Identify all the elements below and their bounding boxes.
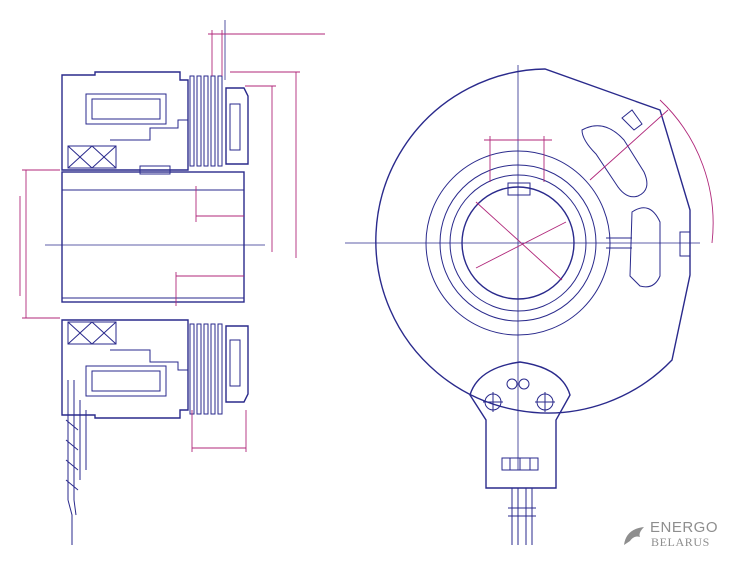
- rim-notch: [679, 231, 691, 257]
- slot-lower: [629, 207, 661, 288]
- logo-mark-icon: [624, 527, 644, 545]
- front-view: [345, 65, 714, 545]
- coil-upper: [85, 93, 167, 125]
- key-slot: [139, 165, 171, 175]
- terminal-hole-top-left: [506, 378, 518, 390]
- armature-upper: [225, 87, 249, 165]
- hub: [61, 171, 245, 303]
- front-view-dimensions: [475, 99, 714, 281]
- coil-upper-inner: [91, 98, 161, 120]
- lead-wires: [65, 380, 87, 545]
- keyway: [507, 182, 531, 196]
- coil-lower: [85, 365, 167, 397]
- armature-lower: [225, 325, 249, 403]
- logo-text-belarus: BELARUS: [651, 535, 710, 549]
- side-section-view: [19, 20, 325, 545]
- bearing-lower: [67, 321, 117, 345]
- housing-upper-step: [110, 119, 188, 141]
- tab-notch: [621, 109, 643, 131]
- terminal-hole-top-right: [518, 378, 530, 390]
- hub-middle-ring: [439, 164, 597, 322]
- hub-inner-ring: [449, 174, 587, 312]
- outer-disc: [375, 68, 691, 414]
- bore: [461, 186, 575, 300]
- slot-upper: [581, 125, 648, 198]
- friction-discs-upper: [189, 75, 223, 167]
- energo-belarus-logo: ENERGO BELARUS: [620, 517, 730, 557]
- side-view-dimensions: [19, 30, 325, 452]
- logo-text-energo: ENERGO: [650, 519, 719, 536]
- spoke: [606, 237, 632, 249]
- housing-lower: [61, 319, 189, 419]
- housing-upper: [61, 71, 189, 171]
- terminal-tab: [469, 361, 571, 489]
- hub-outer-ring: [425, 150, 611, 336]
- bearing-upper: [67, 145, 117, 169]
- friction-discs-lower: [189, 323, 223, 415]
